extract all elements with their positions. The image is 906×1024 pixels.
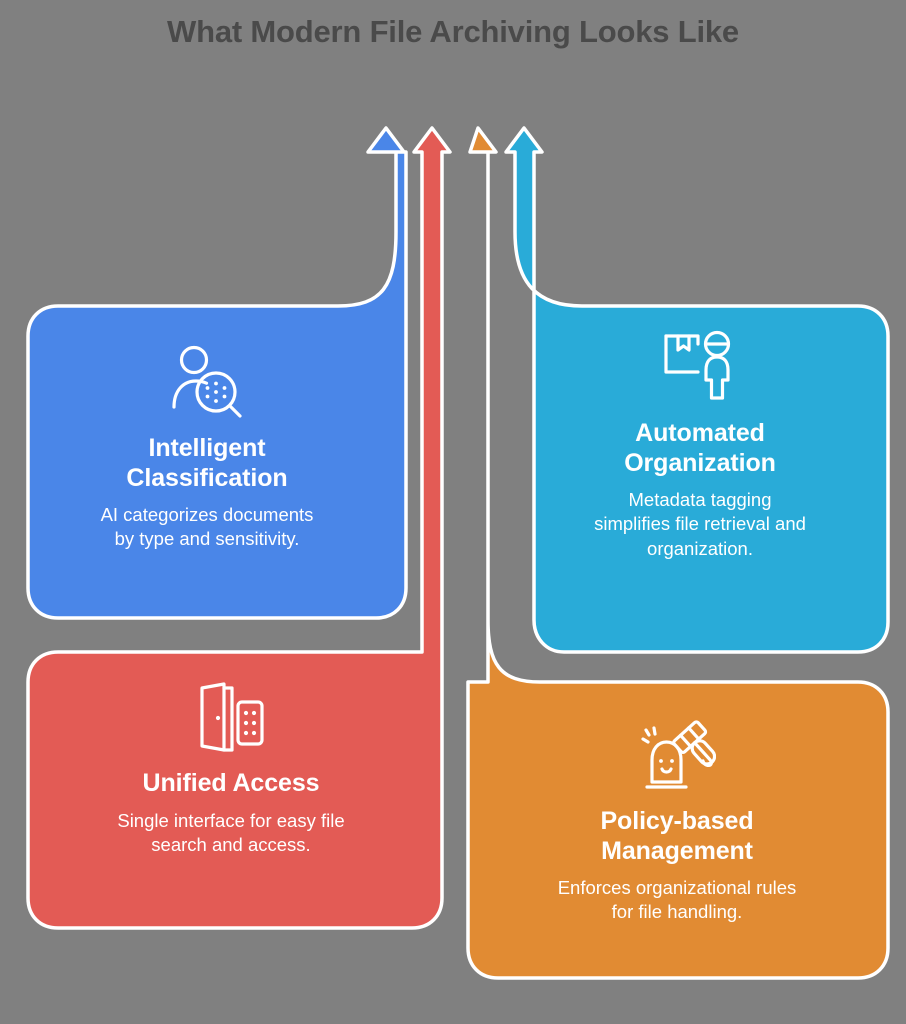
card-desc-line1: Single interface for easy file <box>117 809 345 831</box>
card-description-policy-based-management: Enforces organizational rules for file h… <box>558 876 797 925</box>
card-desc-line2: by type and sensitivity. <box>114 528 300 550</box>
card-title-unified-access: Unified Access <box>143 769 320 799</box>
arrow-policy-based-management <box>466 126 890 980</box>
open-door-keypad-icon <box>194 680 268 759</box>
arrow-automated-organization <box>504 126 890 654</box>
gavel-icon <box>638 718 717 797</box>
card-desc-line1: AI categorizes documents <box>100 504 314 525</box>
person-magnifier-icon <box>168 345 246 424</box>
card-description-unified-access: Single interface for easy file search an… <box>117 809 344 858</box>
card-title-line1: Automated <box>635 419 765 447</box>
card-intelligent-classification[interactable]: Intelligent Classification AI categorize… <box>28 345 386 552</box>
card-title-line2: Management <box>601 836 753 865</box>
card-policy-based-management[interactable]: Policy-based Management Enforces organiz… <box>470 718 884 925</box>
card-title-line1: Policy-based <box>600 807 754 835</box>
shape-unified-access <box>26 126 452 930</box>
card-unified-access[interactable]: Unified Access Single interface for easy… <box>28 680 434 857</box>
package-worker-icon <box>660 330 740 409</box>
card-desc-line1: Metadata tagging <box>628 489 772 510</box>
card-title-automated-organization: Automated Organization <box>624 419 776 478</box>
card-desc-line2: for file handling. <box>611 901 743 923</box>
card-title-line1: Unified Access <box>142 769 320 797</box>
page-title: What Modern File Archiving Looks Like <box>167 14 739 49</box>
card-title-intelligent-classification: Intelligent Classification <box>126 434 287 493</box>
card-desc-line3: organization. <box>647 537 753 559</box>
card-desc-line1: Enforces organizational rules <box>557 877 797 898</box>
card-description-intelligent-classification: AI categorizes documents by type and sen… <box>101 503 314 552</box>
card-title-line1: Intelligent <box>148 434 266 462</box>
shape-policy-based-management <box>466 126 890 980</box>
card-title-line2: Classification <box>126 463 288 492</box>
card-desc-line2: search and access. <box>151 833 311 855</box>
card-description-automated-organization: Metadata tagging simplifies file retriev… <box>594 488 806 561</box>
arrow-unified-access <box>26 126 452 930</box>
card-title-policy-based-management: Policy-based Management <box>600 807 753 866</box>
card-automated-organization[interactable]: Automated Organization Metadata tagging … <box>518 330 882 561</box>
shape-automated-organization <box>504 126 890 654</box>
card-desc-line2: simplifies file retrieval and <box>594 513 806 535</box>
card-title-line2: Organization <box>624 448 776 477</box>
